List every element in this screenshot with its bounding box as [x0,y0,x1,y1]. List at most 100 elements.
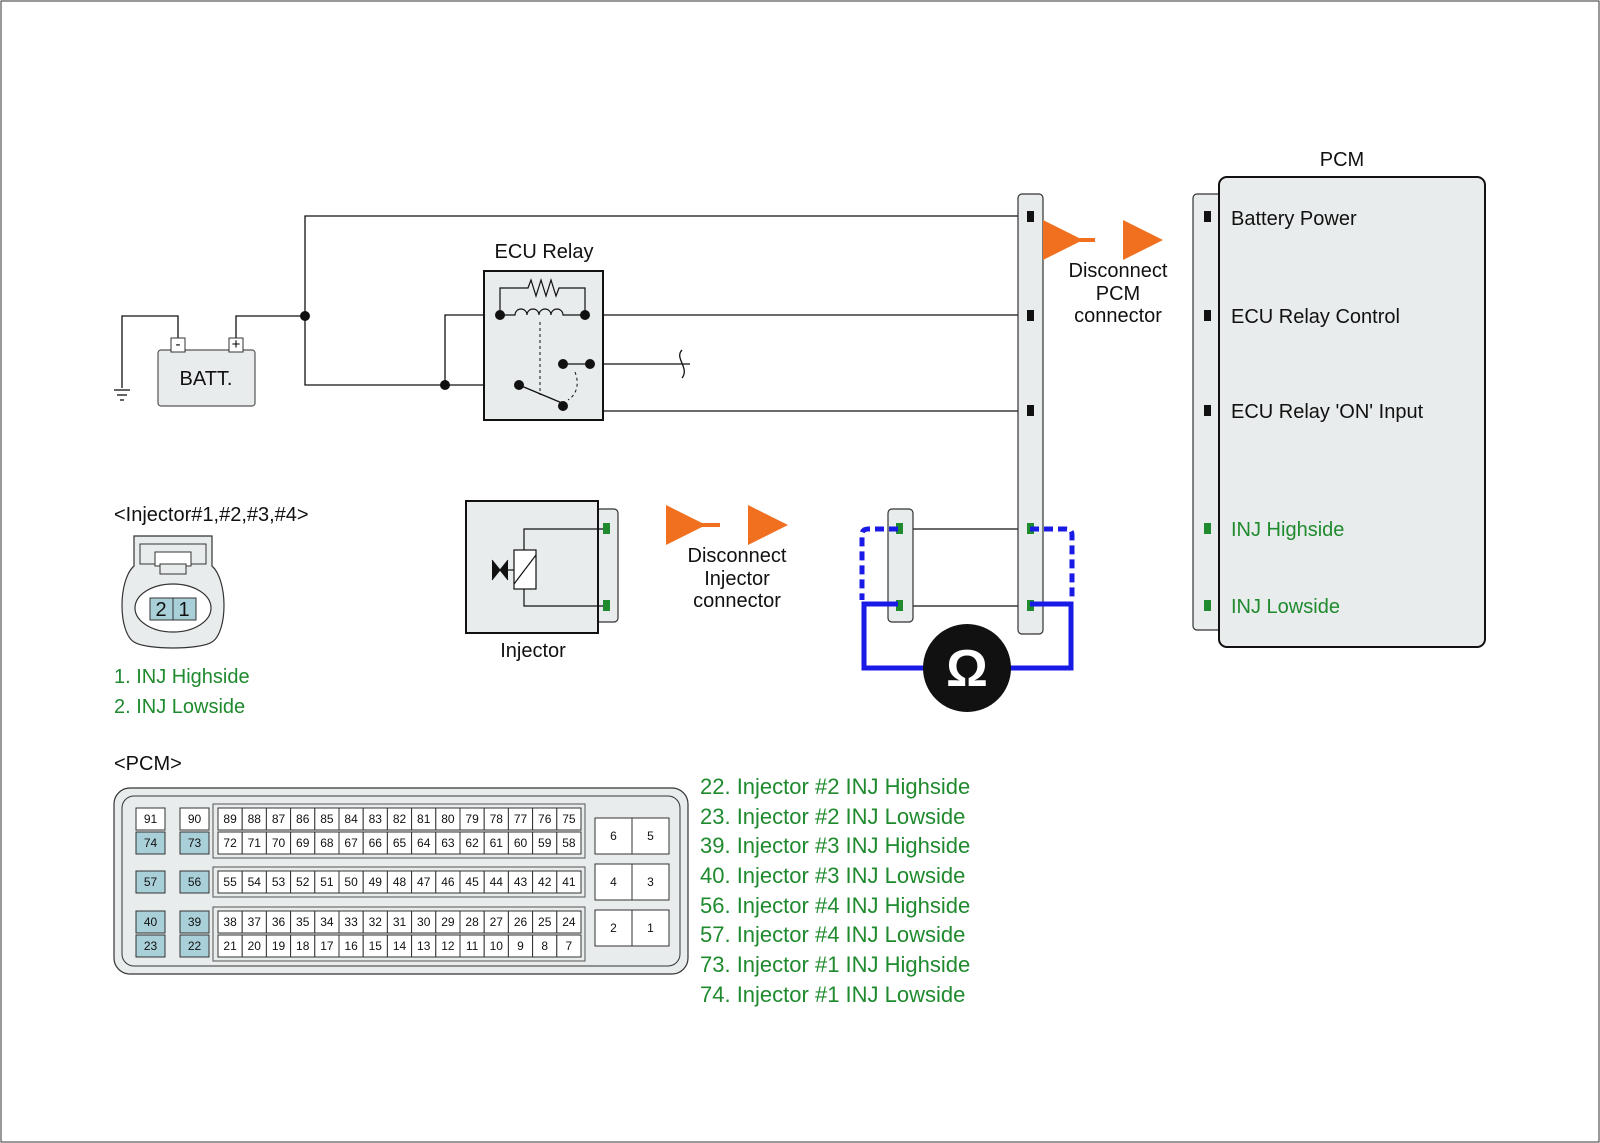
pcm-pin-8: 8 [541,939,548,953]
pcm-pin-block-outline [212,906,586,962]
pcm-pin-30: 30 [417,915,431,929]
pcm-pin-78: 78 [490,812,504,826]
pcm-pin-26: 26 [514,915,528,929]
pcm-pin-11: 11 [466,939,479,953]
pcm-pin-4: 4 [610,875,617,889]
pcm-connector-title: <PCM> [114,753,182,775]
pcm-pin-64: 64 [417,836,431,850]
disconnect-pcm-line2: PCM [1096,283,1140,305]
pcm-pin-24: 24 [562,915,576,929]
pcm-pin-72: 72 [223,836,237,850]
injector-harness-connector [887,508,914,623]
pcm-pin-57-cell [135,870,166,894]
pcm-pin-21: 21 [223,939,237,953]
pcm-pin-56-cell [179,870,210,894]
pcm-pin-34: 34 [320,915,334,929]
pcm-pin-22: 22 [188,939,202,953]
injector-pin-1: 1 [178,599,189,621]
pcm-pin-7-cell [556,934,582,958]
injector-connector-face: <Injector#1,#2,#3,#4> 2 1 1. INJ Highsid… [114,504,309,718]
pcm-pin-18: 18 [296,939,310,953]
pcm-pin-17: 17 [320,939,334,953]
disconnect-pcm-line3: connector [1074,305,1162,327]
pcm-pin-1-cell [631,909,670,947]
wire-relay-on-input [589,364,1030,412]
disconnect-pcm-callout: Disconnect PCM connector [1043,220,1168,327]
pcm-pin-28: 28 [465,915,479,929]
ecu-relay-label: ECU Relay [495,241,594,263]
pcm-pin-desc-23: 23. Injector #2 INJ Lowside [700,804,965,829]
pcm-pin-65: 65 [393,836,407,850]
pcm-pin-22-cell [179,934,210,958]
pcm-pin-58-cell [556,831,582,855]
pcm-pin-41-cell [556,870,582,894]
pcm-pin-66: 66 [369,836,383,850]
pcm-pin-46: 46 [441,875,455,889]
pcm-pin-69: 69 [296,836,310,850]
pcm-pin-54: 54 [248,875,262,889]
pcm-pin-block-outline [212,803,586,859]
pcm-pin-75: 75 [562,812,576,826]
wire-coil-supply [444,314,500,385]
ecu-relay: ECU Relay [483,241,604,421]
pcm-pin-87: 87 [272,812,286,826]
pcm-pin-84: 84 [344,812,358,826]
pcm-pin-68: 68 [320,836,334,850]
pcm-pin-90: 90 [188,812,202,826]
pcm-pin-desc-57: 57. Injector #4 INJ Lowside [700,922,965,947]
pcm-pin-61: 61 [490,836,504,850]
pcm-pin-block-outline [212,866,586,898]
pcm-pin-56: 56 [188,875,202,889]
pcm-pin-16: 16 [344,939,358,953]
pcm-pin-89: 89 [223,812,237,826]
pcm-pin-91-cell [135,807,166,831]
pcm-pin-59: 59 [538,836,552,850]
pcm-pin-37: 37 [248,915,262,929]
battery-label: BATT. [180,368,233,390]
pcm-pin-43: 43 [514,875,528,889]
pcm-pin-41: 41 [562,875,576,889]
pcm-pin-52: 52 [296,875,310,889]
pcm-pin-57: 57 [144,875,158,889]
ground-icon [114,389,130,401]
pcm-pin-48: 48 [393,875,407,889]
pcm-pin-desc-40: 40. Injector #3 INJ Lowside [700,863,965,888]
pcm-module: PCM Battery Power ECU Relay Control ECU … [1192,149,1486,648]
pcm-pin-1: 1 [647,921,654,935]
pcm-pin-14: 14 [393,939,407,953]
injector: Injector [465,500,619,662]
pcm-pin-79: 79 [465,812,479,826]
pcm-harness-connector [1017,193,1044,635]
pcm-pin-2-cell [594,909,633,947]
pcm-pin-ecu-relay-control: ECU Relay Control [1231,306,1400,328]
pcm-pin-74: 74 [144,836,158,850]
disconnect-injector-line2: Injector [704,568,770,590]
pcm-pin-83: 83 [369,812,383,826]
pcm-pin-76: 76 [538,812,552,826]
pcm-pin-36: 36 [272,915,286,929]
pcm-pin-73: 73 [188,836,202,850]
wire-break-icon [679,349,685,379]
pcm-pin-86: 86 [296,812,310,826]
pcm-pin-9: 9 [517,939,524,953]
pcm-pin-25: 25 [538,915,552,929]
wire-batt-minus [121,315,179,388]
wire-battery-power [304,215,1030,316]
pcm-pin-descriptions: 22. Injector #2 INJ Highside 23. Injecto… [700,774,970,1007]
pcm-pin-44: 44 [490,875,504,889]
wire-relay-supply [304,316,519,386]
pcm-pin-55: 55 [223,875,237,889]
pcm-pin-battery-power: Battery Power [1231,208,1357,230]
pcm-pin-47: 47 [417,875,431,889]
pcm-pin-24-cell [556,910,582,934]
pcm-pin-53: 53 [272,875,286,889]
pcm-pin-85: 85 [320,812,334,826]
pcm-pin-75-cell [556,807,582,831]
battery-minus-label: - [176,336,181,353]
pcm-pin-15: 15 [369,939,383,953]
pcm-pin-50: 50 [344,875,358,889]
pcm-pin-desc-74: 74. Injector #1 INJ Lowside [700,982,965,1007]
